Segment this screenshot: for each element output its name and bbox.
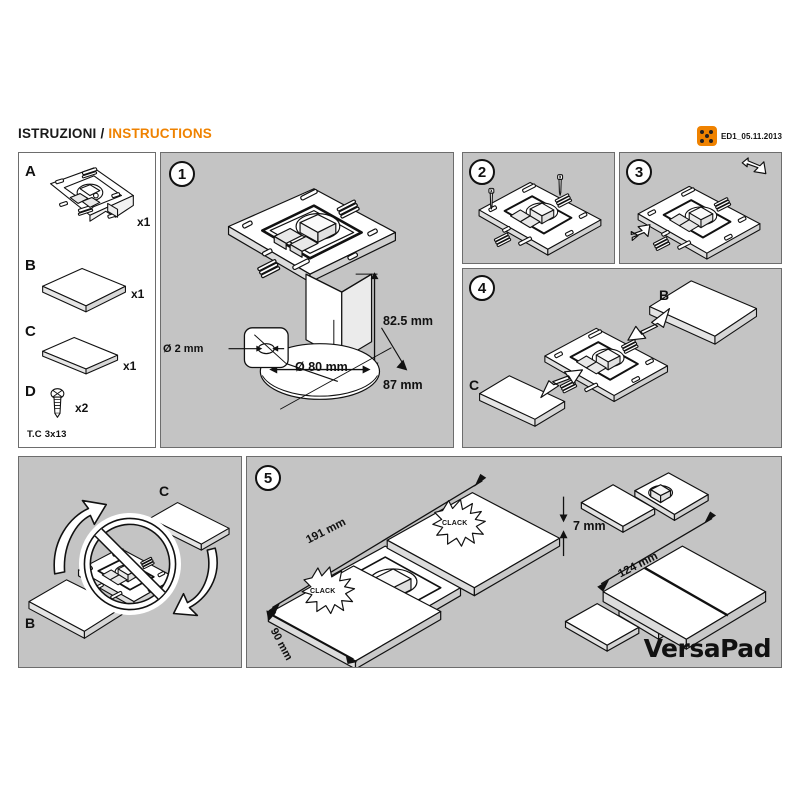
title-english: INSTRUCTIONS [108,126,213,141]
part-letter-c: C [25,323,36,340]
step-number-1: 1 [169,161,195,187]
warning-panel: B C [18,456,242,668]
step-2-panel: 2 [462,152,615,264]
dimension-drill-diameter: Ø 2 mm [163,343,204,355]
parts-list-panel: A x1 B x1 C x1 D x2 T.C 3x13 [18,152,156,448]
dotted-square-logo-icon [696,126,717,146]
step-1-artwork [227,188,408,410]
step-2-artwork [478,174,602,256]
part-qty-b: x1 [131,287,145,301]
step-3-artwork [630,157,767,260]
part-note-screw: T.C 3x13 [27,429,67,440]
step-4-label-c: C [469,377,480,393]
step-number-3: 3 [626,159,652,185]
step-3-panel: 3 [619,152,782,264]
dimension-diagonal: 87 mm [383,378,423,392]
title-separator: / [100,126,105,141]
parts-artwork [42,167,134,418]
step-number-2: 2 [469,159,495,185]
step-4-label-b: B [659,287,670,303]
clack-label-right: CLACK [442,520,468,527]
warning-label-c: C [159,483,170,499]
clack-label-left: CLACK [310,588,336,595]
step-4-artwork [479,280,758,427]
revision-code: ED1_05.11.2013 [720,131,782,141]
step-1-panel: 1 [160,152,454,448]
dimension-thickness: 7 mm [573,519,606,533]
title-italian: ISTRUZIONI [18,126,97,141]
part-letter-a: A [25,163,36,180]
step-number-4: 4 [469,275,495,301]
warning-label-b: B [25,615,36,631]
sheet-header: ISTRUZIONI / INSTRUCTIONS ED1_05.11.2013 [18,126,782,150]
step-5-panel: 5 [246,456,782,668]
step-number-5: 5 [255,465,281,491]
step-5-artwork [266,472,767,667]
step-4-panel: 4 [462,268,782,448]
dimension-height: 82.5 mm [383,314,434,328]
part-qty-d: x2 [75,401,89,415]
page-title: ISTRUZIONI / INSTRUCTIONS [18,126,212,141]
warning-artwork [28,499,230,639]
part-qty-c: x1 [123,359,137,373]
dimension-hole-diameter: Ø 80 mm [295,360,348,374]
part-qty-a: x1 [137,215,151,229]
revision-stamp: ED1_05.11.2013 [696,126,782,146]
part-letter-b: B [25,257,36,274]
brand-name: VersaPad [643,634,772,663]
part-letter-d: D [25,383,36,400]
